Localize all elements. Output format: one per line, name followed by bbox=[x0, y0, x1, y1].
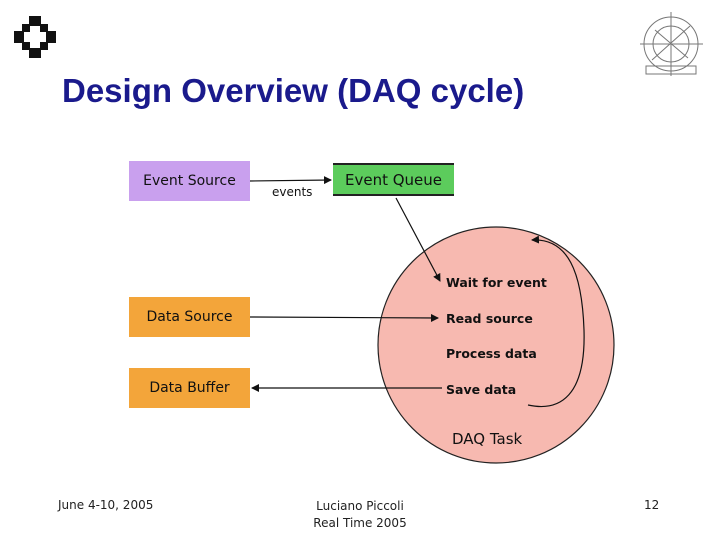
queue-to-wait-arrow bbox=[395, 197, 441, 282]
page-title: Design Overview (DAQ cycle) bbox=[62, 72, 525, 109]
footer-author-block: Luciano Piccoli Real Time 2005 bbox=[300, 498, 420, 532]
events-arrow bbox=[249, 176, 332, 185]
fermilab-logo bbox=[14, 16, 56, 58]
page-number: 12 bbox=[644, 498, 660, 512]
daq-task-circle bbox=[377, 226, 615, 464]
daq-step-process: Process data bbox=[446, 346, 537, 361]
daq-step-wait: Wait for event bbox=[446, 275, 547, 290]
footer-event: Real Time 2005 bbox=[313, 516, 407, 530]
conference-seal-logo bbox=[640, 12, 703, 76]
data-source-box: Data Source bbox=[129, 297, 250, 337]
footer-author: Luciano Piccoli bbox=[316, 499, 404, 513]
footer-date: June 4-10, 2005 bbox=[58, 498, 154, 512]
data-buffer-box: Data Buffer bbox=[129, 368, 250, 408]
daq-task-label: DAQ Task bbox=[452, 430, 523, 448]
cycle-loop-arrow bbox=[527, 235, 585, 408]
events-arrow-label: events bbox=[272, 185, 313, 199]
data-source-arrow bbox=[249, 313, 439, 322]
daq-step-read: Read source bbox=[446, 311, 533, 326]
daq-step-save: Save data bbox=[446, 382, 517, 397]
event-queue-box: Event Queue bbox=[333, 163, 454, 196]
event-source-box: Event Source bbox=[129, 161, 250, 201]
